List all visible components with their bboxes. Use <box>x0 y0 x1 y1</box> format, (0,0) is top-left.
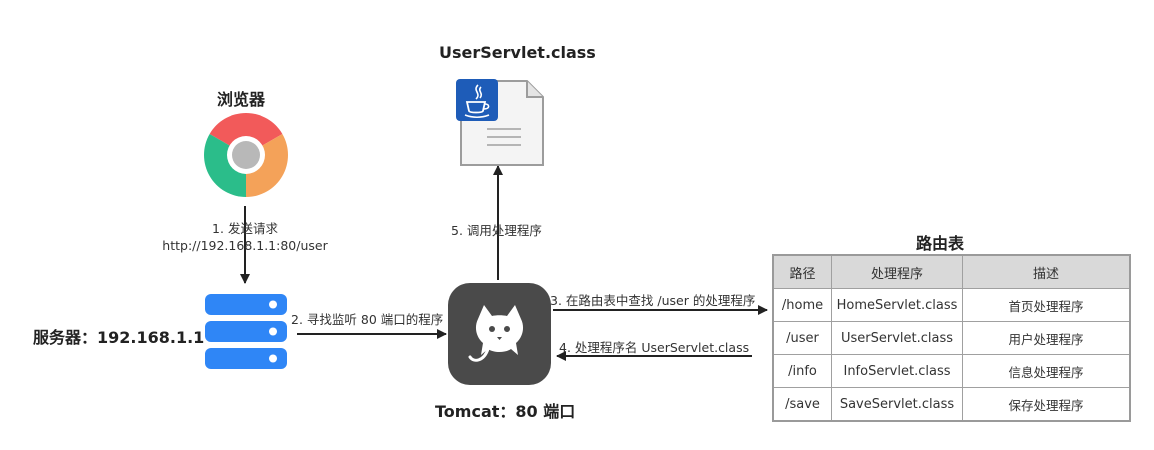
table-row: /info InfoServlet.class 信息处理程序 <box>772 354 1131 388</box>
cell-path: /save <box>772 387 832 422</box>
java-class-file-icon <box>456 79 544 166</box>
cell-path: /home <box>772 288 832 322</box>
cell-description: 信息处理程序 <box>962 354 1131 388</box>
step3-label: 3. 在路由表中查找 /user 的处理程序 <box>550 293 756 308</box>
cell-description: 保存处理程序 <box>962 387 1131 422</box>
server-icon <box>205 294 287 369</box>
header-description: 描述 <box>962 254 1131 289</box>
table-row: /save SaveServlet.class 保存处理程序 <box>772 387 1131 422</box>
header-handler: 处理程序 <box>831 254 963 289</box>
class-file-title: UserServlet.class <box>439 43 596 62</box>
step5-label: 5. 调用处理程序 <box>451 223 542 238</box>
step1-url: http://192.168.1.1:80/user <box>162 238 328 253</box>
cell-description: 用户处理程序 <box>962 321 1131 355</box>
chrome-browser-icon <box>204 113 288 197</box>
cell-description: 首页处理程序 <box>962 288 1131 322</box>
tomcat-title: Tomcat：80 端口 <box>435 402 576 421</box>
server-title: 服务器：192.168.1.1 <box>33 328 205 347</box>
step1-label: 1. 发送请求 http://192.168.1.1:80/user <box>140 220 350 254</box>
route-table-header-row: 路径 处理程序 描述 <box>772 254 1131 289</box>
cell-path: /info <box>772 354 832 388</box>
cell-handler: SaveServlet.class <box>831 387 963 422</box>
cell-handler: UserServlet.class <box>831 321 963 355</box>
cell-handler: HomeServlet.class <box>831 288 963 322</box>
cell-path: /user <box>772 321 832 355</box>
step2-label: 2. 寻找监听 80 端口的程序 <box>291 312 444 327</box>
browser-title: 浏览器 <box>217 90 266 109</box>
header-path: 路径 <box>772 254 832 289</box>
cell-handler: InfoServlet.class <box>831 354 963 388</box>
table-row: /home HomeServlet.class 首页处理程序 <box>772 288 1131 322</box>
table-row: /user UserServlet.class 用户处理程序 <box>772 321 1131 355</box>
route-table-title: 路由表 <box>916 234 965 253</box>
tomcat-icon <box>448 283 551 385</box>
step4-label: 4. 处理程序名 UserServlet.class <box>559 340 750 355</box>
step1-text: 1. 发送请求 <box>212 221 278 236</box>
route-table: 路径 处理程序 描述 /home HomeServlet.class 首页处理程… <box>772 254 1131 422</box>
